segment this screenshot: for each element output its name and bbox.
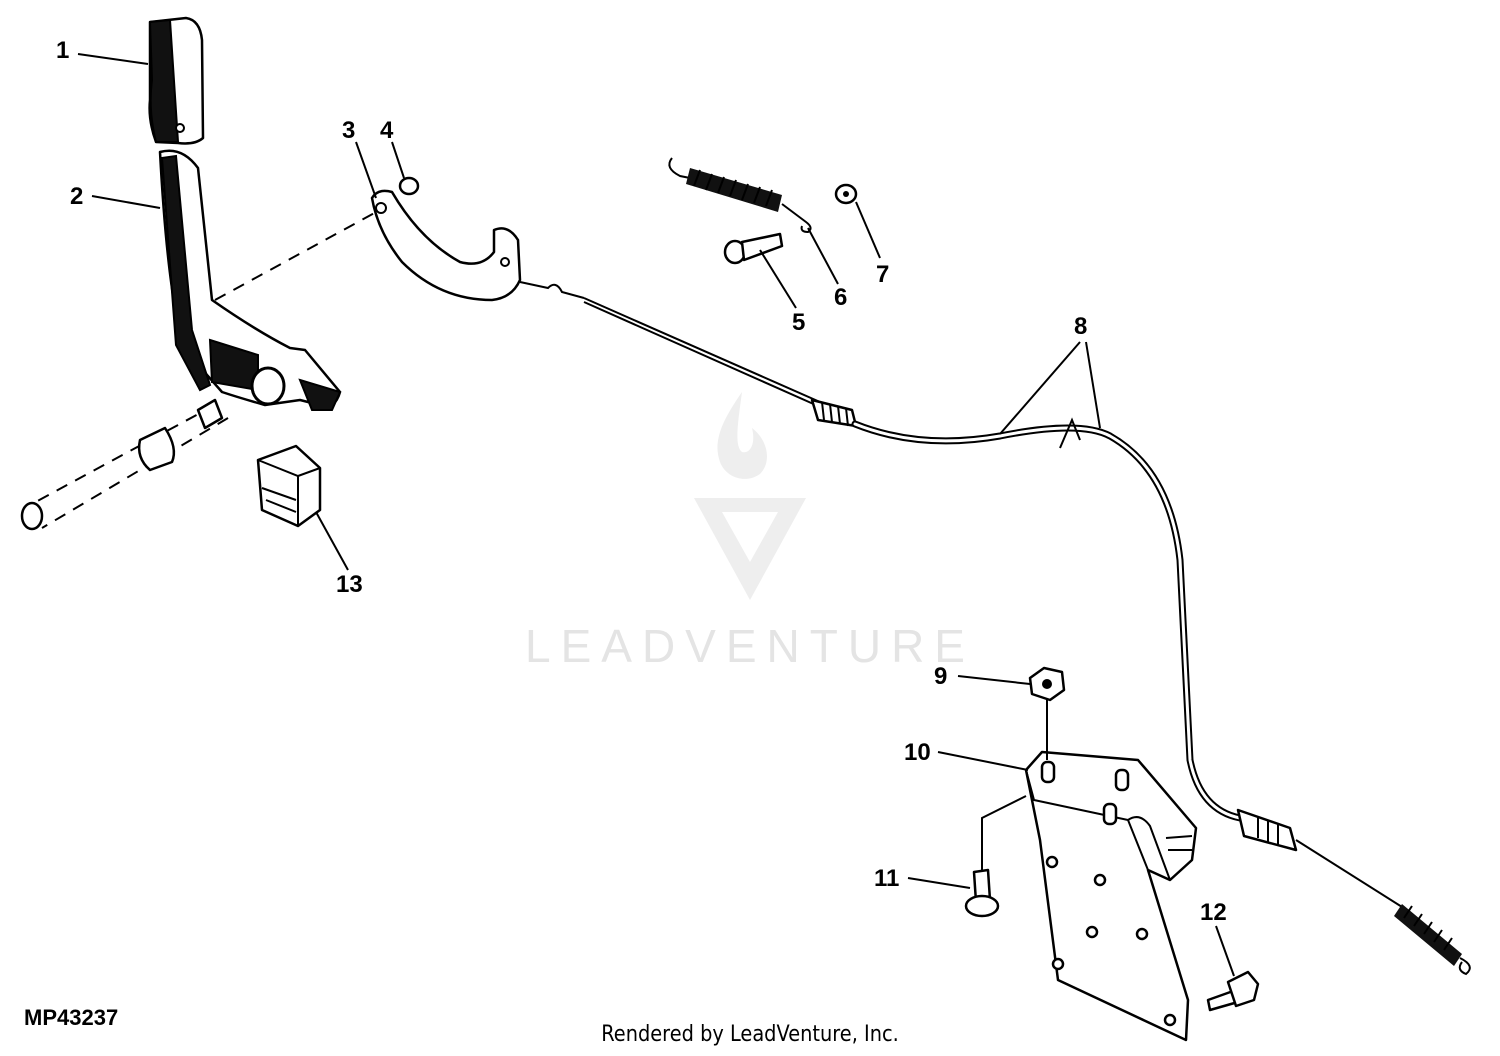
callout-3: 3 bbox=[342, 117, 355, 144]
callout-2: 2 bbox=[70, 183, 83, 210]
leader-3 bbox=[355, 141, 377, 199]
watermark: LEADVENTURE bbox=[525, 392, 975, 672]
part-7-nut bbox=[834, 183, 858, 205]
part-6-spring bbox=[668, 157, 812, 234]
callout-5: 5 bbox=[792, 309, 805, 336]
diagram-id-label: MP43237 bbox=[24, 1005, 119, 1030]
watermark-text: LEADVENTURE bbox=[525, 620, 975, 672]
part-10-mounting-plate bbox=[1024, 750, 1198, 1042]
alignment-line-3 bbox=[214, 209, 381, 301]
leader-12 bbox=[1215, 925, 1235, 977]
callout-8: 8 bbox=[1074, 313, 1087, 340]
watermark-v-icon bbox=[694, 498, 806, 600]
part-1-grip bbox=[148, 16, 205, 145]
leader-6 bbox=[807, 227, 839, 285]
leader-4 bbox=[391, 141, 405, 179]
callout-11: 11 bbox=[874, 865, 899, 892]
leader-11 bbox=[907, 877, 971, 889]
leader-9 bbox=[957, 675, 1031, 685]
leader-8b bbox=[1085, 341, 1101, 429]
leader-10 bbox=[937, 751, 1029, 771]
callout-9: 9 bbox=[934, 663, 947, 690]
part-2-lever bbox=[158, 149, 342, 411]
callout-12: 12 bbox=[1200, 899, 1227, 926]
part-13-clip bbox=[256, 444, 322, 528]
part-3-bracket-arm bbox=[370, 189, 522, 302]
leader-2 bbox=[91, 195, 161, 209]
part-4-washer bbox=[398, 176, 420, 196]
callout-13: 13 bbox=[336, 571, 363, 598]
rendered-by-footer: Rendered by LeadVenture, Inc. bbox=[601, 1022, 899, 1047]
part-5-bolt bbox=[723, 232, 784, 265]
part-11-bolt bbox=[964, 795, 1027, 918]
callout-1: 1 bbox=[56, 37, 69, 64]
part-12-bolt bbox=[1206, 970, 1260, 1012]
watermark-flame-icon bbox=[717, 392, 767, 479]
leader-13 bbox=[315, 511, 349, 571]
pivot-shaft bbox=[20, 398, 229, 531]
callout-7: 7 bbox=[876, 261, 889, 288]
leader-1 bbox=[77, 53, 149, 65]
part-9-nut bbox=[1028, 666, 1066, 702]
leader-7 bbox=[855, 201, 881, 259]
callout-10: 10 bbox=[904, 739, 931, 766]
leader-5 bbox=[759, 249, 797, 309]
callout-4: 4 bbox=[380, 117, 394, 144]
callout-6: 6 bbox=[834, 284, 847, 311]
leader-lines bbox=[77, 53, 1235, 977]
callouts: 1 2 3 4 5 6 7 8 9 10 11 12 13 bbox=[56, 37, 1227, 926]
part-8-cable bbox=[519, 281, 1471, 976]
leader-8a bbox=[999, 341, 1081, 435]
